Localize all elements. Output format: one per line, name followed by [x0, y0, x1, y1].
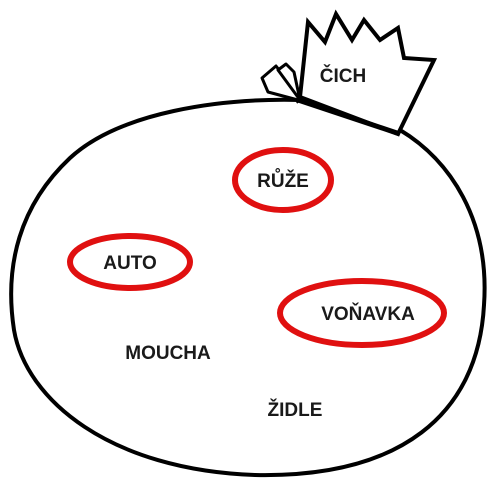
tag-label: ČICH	[320, 65, 366, 87]
circle-vonavka	[277, 278, 447, 348]
word-zidle: ŽIDLE	[268, 399, 323, 421]
word-vonavka: VOŇAVKA	[321, 303, 415, 325]
circle-ruze	[232, 147, 334, 213]
bow-right-loop	[276, 62, 302, 102]
bag-outline	[9, 97, 487, 478]
word-ruze: RŮŽE	[257, 169, 309, 192]
word-moucha: MOUCHA	[125, 343, 211, 364]
smell-tag	[297, 9, 438, 137]
word-auto: AUTO	[103, 253, 156, 274]
circle-auto	[67, 233, 193, 291]
tag-base-line	[297, 97, 401, 137]
bag-tie	[260, 62, 310, 104]
